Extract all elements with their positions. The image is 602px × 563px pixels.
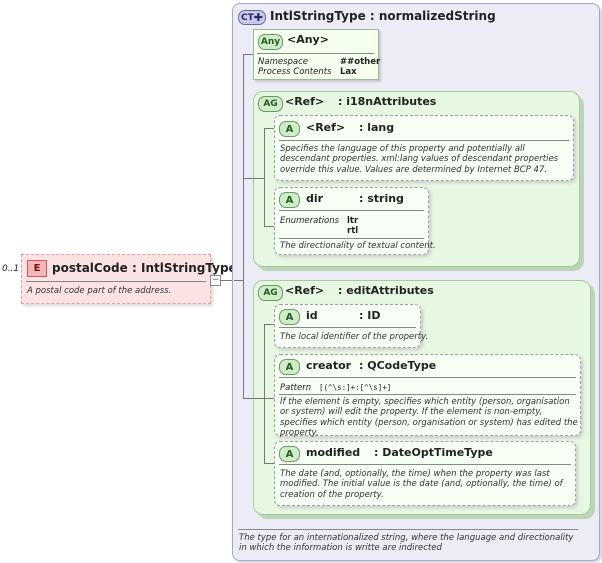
attribute-type: : string: [359, 192, 404, 205]
element-type: : IntlStringType: [132, 261, 237, 275]
divider: [26, 281, 206, 282]
branch-line: [264, 128, 274, 129]
attribute-name: : lang: [359, 121, 395, 134]
attribute-type: : DateOptTimeType: [374, 446, 493, 459]
divider: [279, 394, 576, 395]
divider: [279, 464, 571, 465]
divider: [279, 377, 576, 378]
connector-line: [220, 280, 234, 281]
branch-line: [243, 54, 244, 280]
complex-type-description: The type for an internationalized string…: [239, 533, 574, 554]
enum-value: ltr: [347, 216, 359, 226]
divider: [279, 238, 424, 239]
attribute-ref: <Ref>: [306, 121, 346, 134]
any-box[interactable]: Any <Any> Namespace ##other Process Cont…: [253, 29, 381, 80]
namespace-value: ##other: [340, 57, 381, 67]
attribute-description: The local identifier of the property.: [280, 332, 429, 342]
group-name: : editAttributes: [338, 284, 434, 297]
pattern-label: Pattern: [280, 383, 312, 393]
attribute-description: If the element is empty, specifies which…: [280, 397, 578, 438]
pattern-value: [(^\s:]+:[^\s]+]: [319, 383, 392, 392]
attribute-group-badge-icon: AG: [258, 96, 283, 112]
divider: [238, 529, 578, 530]
attribute-name: creator: [306, 359, 352, 372]
branch-line: [253, 178, 265, 179]
branch-line: [264, 398, 274, 399]
namespace-label: Namespace: [258, 57, 309, 67]
divider: [279, 327, 416, 328]
cardinality-label: 0..1: [2, 264, 20, 274]
complex-type-title: IntlStringType : normalizedString: [270, 9, 496, 23]
branch-line: [253, 398, 265, 399]
attribute-description: The date (and, optionally, the time) whe…: [280, 469, 563, 500]
complex-type-badge-icon: CT✚: [238, 10, 266, 25]
element-name: postalCode: [52, 261, 128, 275]
attribute-badge-icon: A: [279, 121, 300, 137]
branch-line: [243, 178, 253, 179]
attribute-dir[interactable]: A dir : string Enumerations ltr rtl The …: [274, 187, 436, 255]
divider: [257, 53, 374, 54]
attribute-group-badge-icon: AG: [258, 285, 283, 301]
divider: [279, 210, 424, 211]
any-badge-icon: Any: [258, 34, 283, 50]
branch-line: [264, 463, 274, 464]
element-badge-icon: E: [27, 260, 47, 277]
attribute-type: : ID: [359, 309, 381, 322]
branch-line: [264, 128, 265, 226]
group-ref: <Ref>: [285, 95, 325, 108]
process-contents-label: Process Contents: [258, 67, 332, 77]
element-postalcode-box[interactable]: E postalCode : IntlStringType A postal c…: [21, 254, 237, 304]
element-description: A postal code part of the address.: [27, 286, 172, 296]
attribute-name: modified: [306, 446, 361, 459]
divider: [279, 140, 569, 141]
group-ref: <Ref>: [285, 284, 325, 297]
branch-line: [264, 324, 265, 463]
branch-line: [243, 54, 253, 55]
attribute-lang[interactable]: A <Ref> : lang Specifies the language of…: [274, 115, 574, 181]
branch-line: [264, 226, 274, 227]
group-name: : i18nAttributes: [338, 95, 437, 108]
enum-value: rtl: [347, 226, 359, 236]
branch-line: [243, 280, 244, 398]
attribute-name: dir: [306, 192, 324, 205]
attribute-badge-icon: A: [279, 446, 300, 462]
attribute-id[interactable]: A id : ID The local identifier of the pr…: [274, 304, 428, 348]
attribute-badge-icon: A: [279, 359, 300, 375]
attribute-creator[interactable]: A creator : QCodeType Pattern [(^\s:]+:[…: [274, 354, 581, 438]
enumerations-label: Enumerations: [280, 216, 340, 226]
branch-line: [234, 280, 244, 281]
branch-line: [264, 324, 274, 325]
any-title: <Any>: [287, 33, 329, 46]
attribute-name: id: [306, 309, 318, 322]
attribute-modified[interactable]: A modified : DateOptTimeType The date (a…: [274, 441, 576, 506]
attribute-type: : QCodeType: [359, 359, 437, 372]
attribute-description: Specifies the language of this property …: [280, 144, 559, 175]
attribute-badge-icon: A: [279, 192, 300, 208]
branch-line: [243, 398, 253, 399]
process-contents-value: Lax: [340, 67, 357, 77]
attribute-description: The directionality of textual content.: [280, 241, 436, 251]
attribute-badge-icon: A: [279, 309, 300, 325]
